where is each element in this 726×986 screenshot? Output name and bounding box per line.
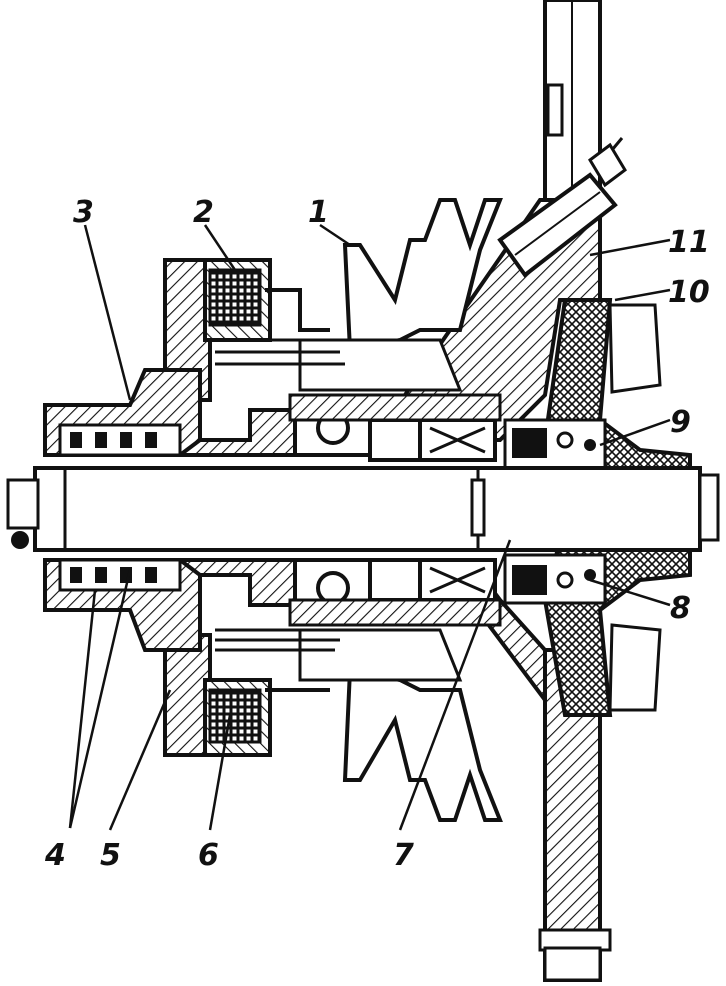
callout-2: 2 [193, 195, 214, 230]
callout-6: 6 [198, 838, 219, 873]
v-belt-pulley [298, 198, 503, 822]
callout-4: 4 [44, 838, 66, 873]
callout-7: 7 [393, 838, 414, 873]
drive-shaft [6, 466, 720, 552]
seal-assembly [503, 418, 607, 605]
callout-1: 1 [308, 195, 329, 230]
callout-8: 8 [670, 591, 691, 626]
electromagnetic-clutch [163, 258, 345, 757]
callout-10: 10 [668, 275, 710, 310]
callout-9: 9 [670, 405, 691, 440]
callout-labels: 1 2 3 4 5 6 7 8 9 10 11 [44, 195, 710, 873]
callout-3: 3 [73, 195, 94, 230]
callout-5: 5 [100, 838, 121, 873]
main-bearings [288, 393, 502, 627]
callout-11: 11 [668, 225, 710, 260]
leader-lines [68, 223, 671, 831]
